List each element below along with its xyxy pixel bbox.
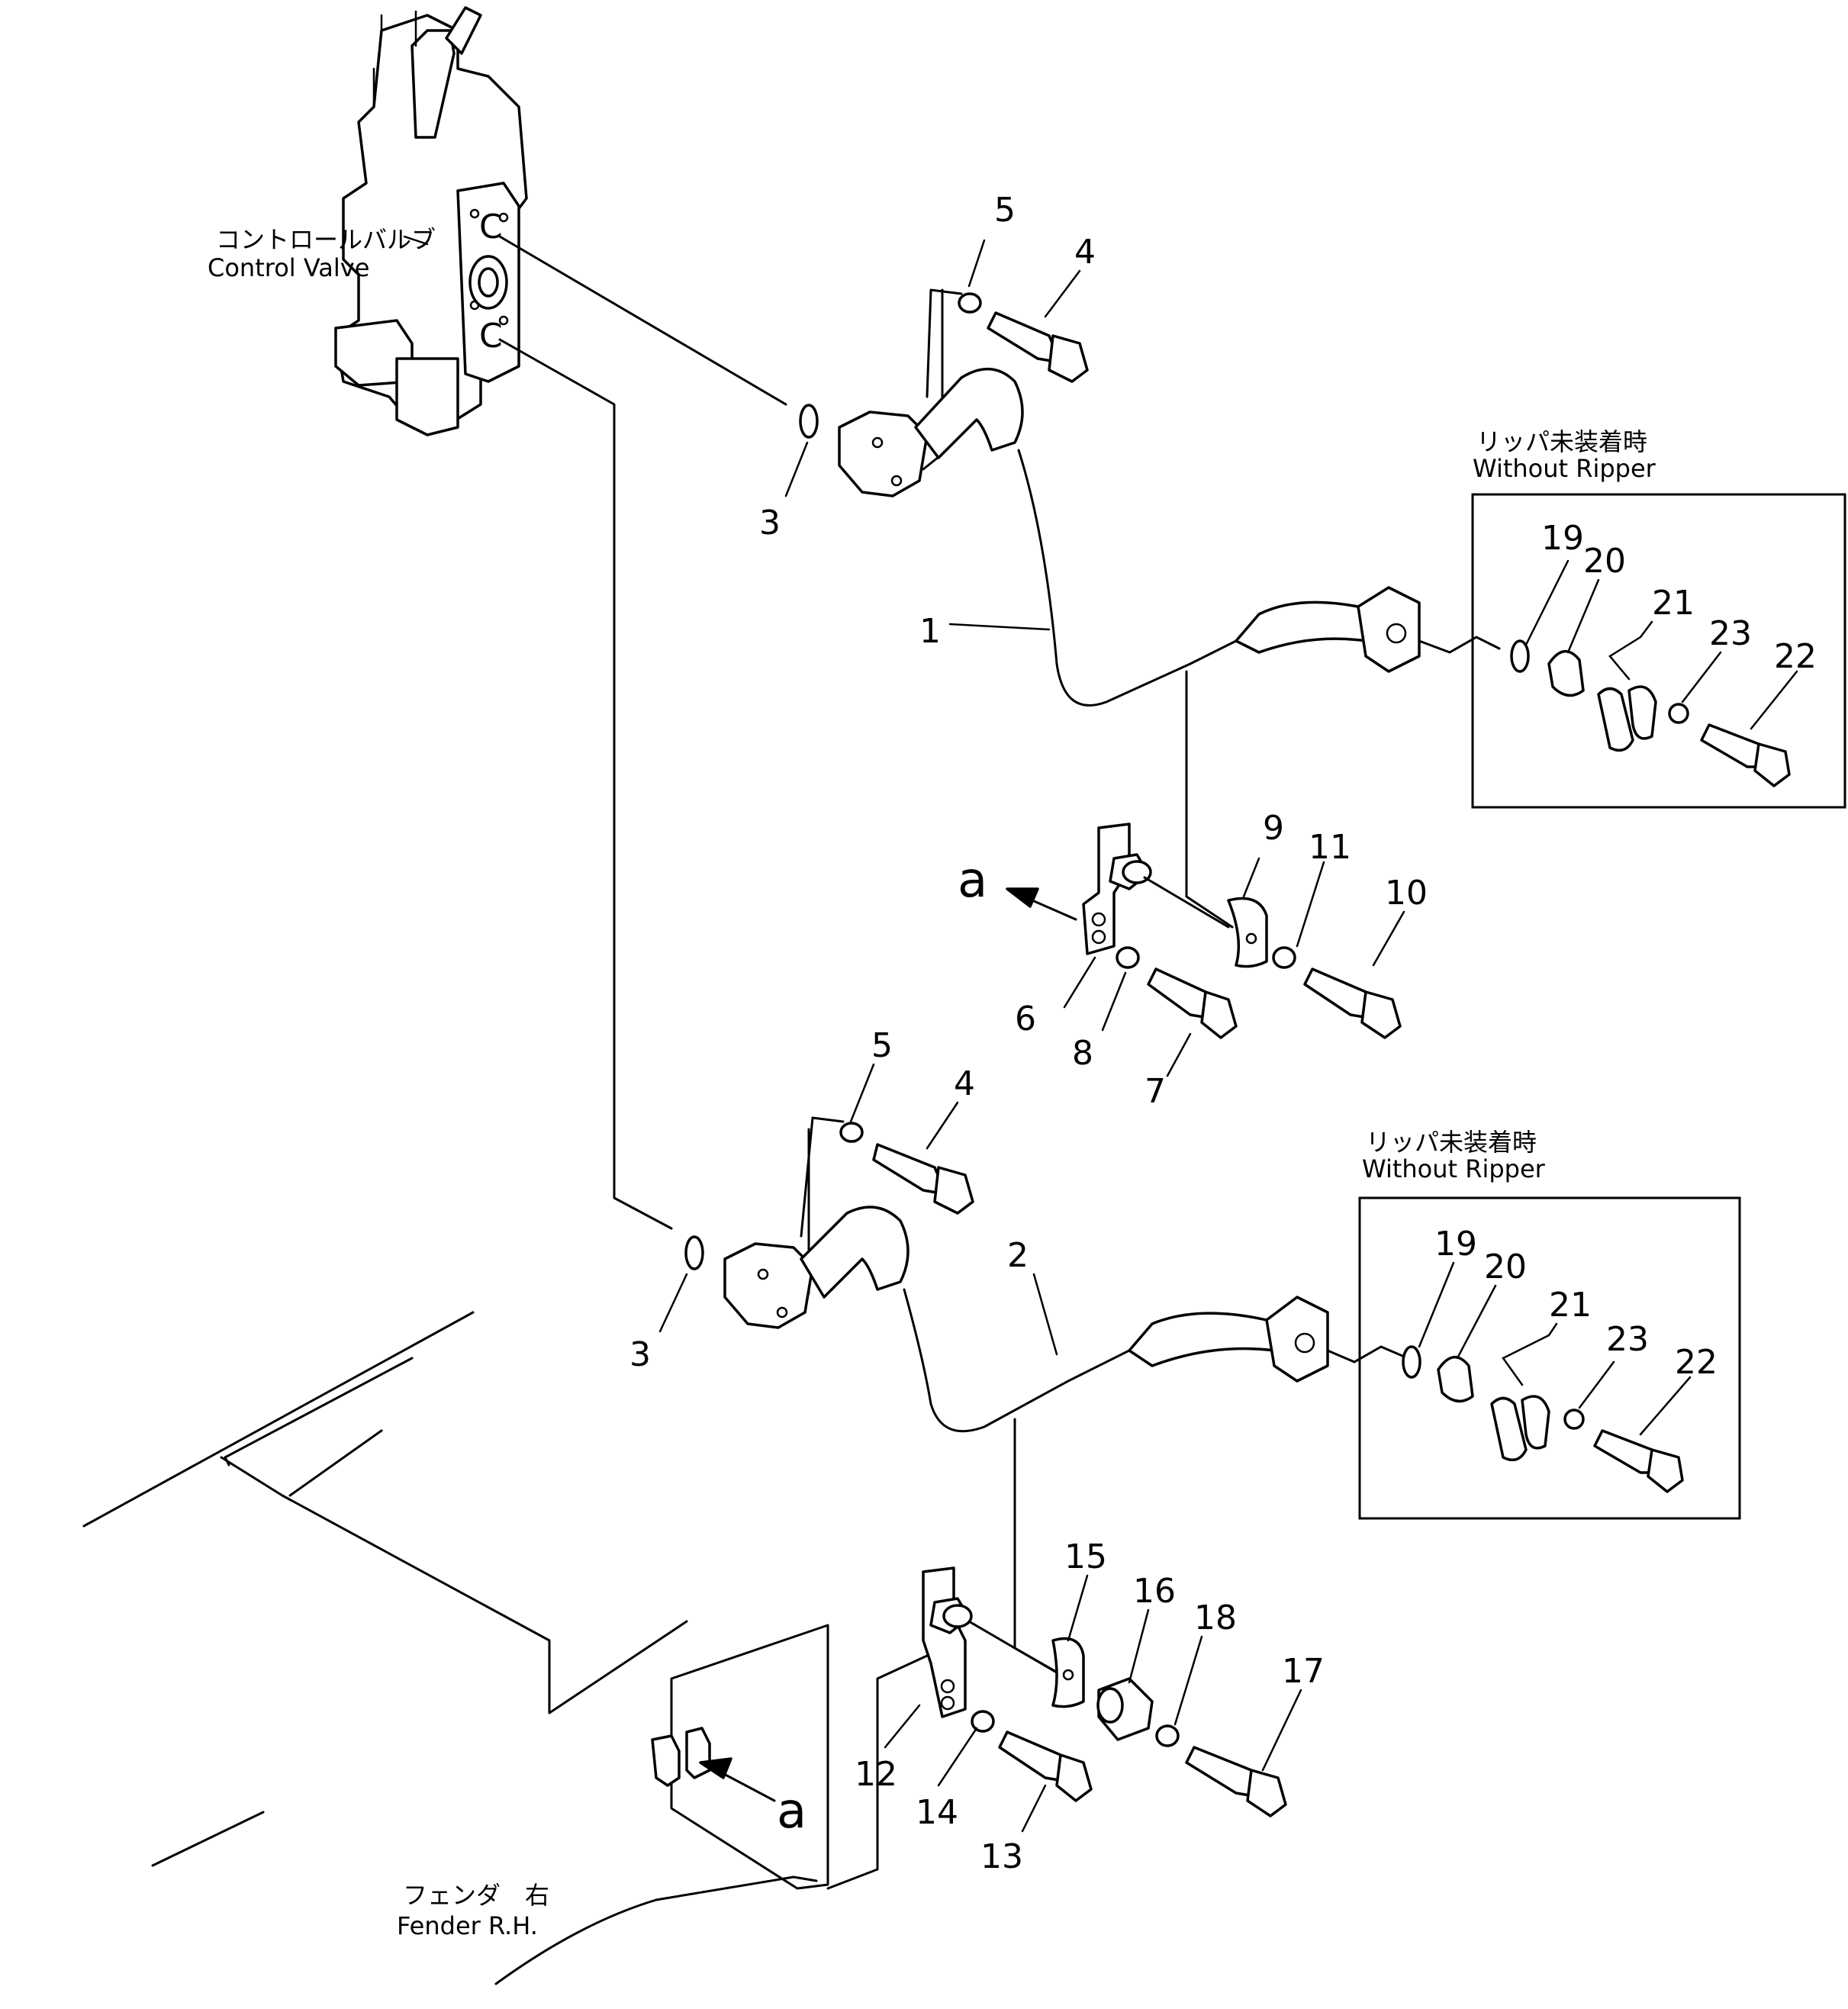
without-ripper-upper-jp: リッパ未装着時	[1476, 427, 1647, 456]
callout-4-lower: 4	[954, 1064, 975, 1103]
callout-19-upper: 19	[1541, 519, 1584, 558]
washer-14	[971, 1710, 995, 1733]
callout-4-upper: 4	[1074, 233, 1096, 272]
washer-18	[1155, 1724, 1180, 1747]
pipe-2-assembly	[684, 1128, 1409, 1680]
bracket-6	[1082, 823, 1131, 955]
washer-5-lower	[839, 1122, 864, 1143]
callout-21-upper: 21	[1652, 584, 1695, 623]
clamp-9	[1227, 897, 1268, 968]
callout-23-lower: 23	[1606, 1320, 1649, 1359]
washer-11	[1272, 946, 1296, 969]
fender-label-jp: フェンダ 右	[403, 1881, 549, 1910]
callout-21-lower: 21	[1549, 1286, 1592, 1325]
port-lower-line	[498, 338, 673, 1230]
clamp-group-lower	[922, 1566, 1287, 1817]
pipe-1	[914, 368, 1024, 459]
washer-23-lower	[1563, 1409, 1585, 1430]
view-a-label-lower: a	[777, 1783, 806, 1840]
fender-rh	[82, 1311, 829, 1985]
half-clamp-21-lower	[1490, 1396, 1528, 1462]
control-valve: C C	[334, 6, 528, 436]
without-ripper-lower-jp: リッパ未装着時	[1366, 1128, 1537, 1157]
split-flange-lower	[723, 1242, 814, 1329]
clamp-15	[1051, 1637, 1085, 1708]
clamp-leader-upper	[1185, 670, 1234, 929]
plug-20-lower	[1437, 1356, 1474, 1403]
bracket-12	[922, 1566, 967, 1718]
callout-6: 6	[1015, 1000, 1036, 1038]
clamp-group-upper	[1082, 823, 1402, 1039]
callout-19-lower: 19	[1434, 1225, 1477, 1264]
control-valve-label-jp: コントロールバルブ	[216, 225, 436, 254]
o-ring-3-upper	[799, 404, 819, 439]
half-clamp-21-upper	[1597, 687, 1634, 752]
pipe-2	[800, 1206, 910, 1299]
leader-lines	[658, 239, 1798, 1833]
callout-20-upper: 20	[1583, 542, 1626, 581]
split-flange-upper	[838, 410, 929, 497]
without-ripper-box-lower	[1358, 1196, 1741, 1520]
fender-bracket	[651, 1734, 681, 1787]
callout-5-lower: 5	[871, 1026, 893, 1065]
callout-17: 17	[1282, 1652, 1325, 1691]
callout-3-upper: 3	[759, 504, 781, 542]
without-ripper-lower-en: Without Ripper	[1362, 1154, 1546, 1183]
without-ripper-upper-en: Without Ripper	[1473, 454, 1656, 483]
callout-9: 9	[1263, 809, 1284, 848]
o-ring-19-upper	[1510, 639, 1530, 673]
callout-16: 16	[1133, 1572, 1176, 1611]
callout-1: 1	[919, 612, 941, 651]
washer-5-upper	[958, 292, 982, 314]
callout-18: 18	[1194, 1599, 1237, 1637]
callout-15: 15	[1064, 1537, 1107, 1576]
pipe-1-assembly	[799, 288, 1501, 929]
callout-3-lower: 3	[629, 1335, 651, 1374]
callout-22-lower: 22	[1675, 1343, 1718, 1382]
svg-text:C: C	[479, 317, 503, 356]
callout-numbers: 5 4 3 1 9 11 10 6 8 7 5 4 3 2 15 16 18 1…	[629, 191, 1817, 1876]
callout-7: 7	[1145, 1072, 1166, 1111]
callout-20-lower: 20	[1484, 1248, 1527, 1286]
o-ring-19-lower	[1402, 1345, 1421, 1379]
callout-14: 14	[916, 1793, 958, 1832]
o-ring-3-lower	[684, 1235, 704, 1270]
fender-label-en: Fender R.H.	[397, 1911, 538, 1940]
callout-12: 12	[855, 1755, 897, 1794]
bracket-leader-lower	[826, 1654, 929, 1890]
washer-23-upper	[1668, 703, 1689, 724]
without-ripper-box-upper	[1471, 493, 1846, 809]
view-a-label-upper: a	[958, 852, 987, 909]
callout-2: 2	[1007, 1236, 1029, 1275]
callout-10: 10	[1385, 874, 1428, 913]
port-upper-line	[498, 235, 787, 406]
callout-22-upper: 22	[1774, 637, 1817, 676]
washer-8	[1116, 946, 1140, 969]
control-valve-label-en: Control Valve	[208, 253, 369, 282]
callout-11: 11	[1309, 828, 1351, 867]
callout-23-upper: 23	[1709, 614, 1752, 653]
svg-text:C: C	[479, 208, 503, 246]
callout-5-upper: 5	[994, 191, 1016, 230]
callout-13: 13	[980, 1837, 1023, 1876]
callout-8: 8	[1072, 1034, 1093, 1073]
control-valve-leader	[403, 235, 429, 246]
plug-20-upper	[1547, 650, 1585, 697]
